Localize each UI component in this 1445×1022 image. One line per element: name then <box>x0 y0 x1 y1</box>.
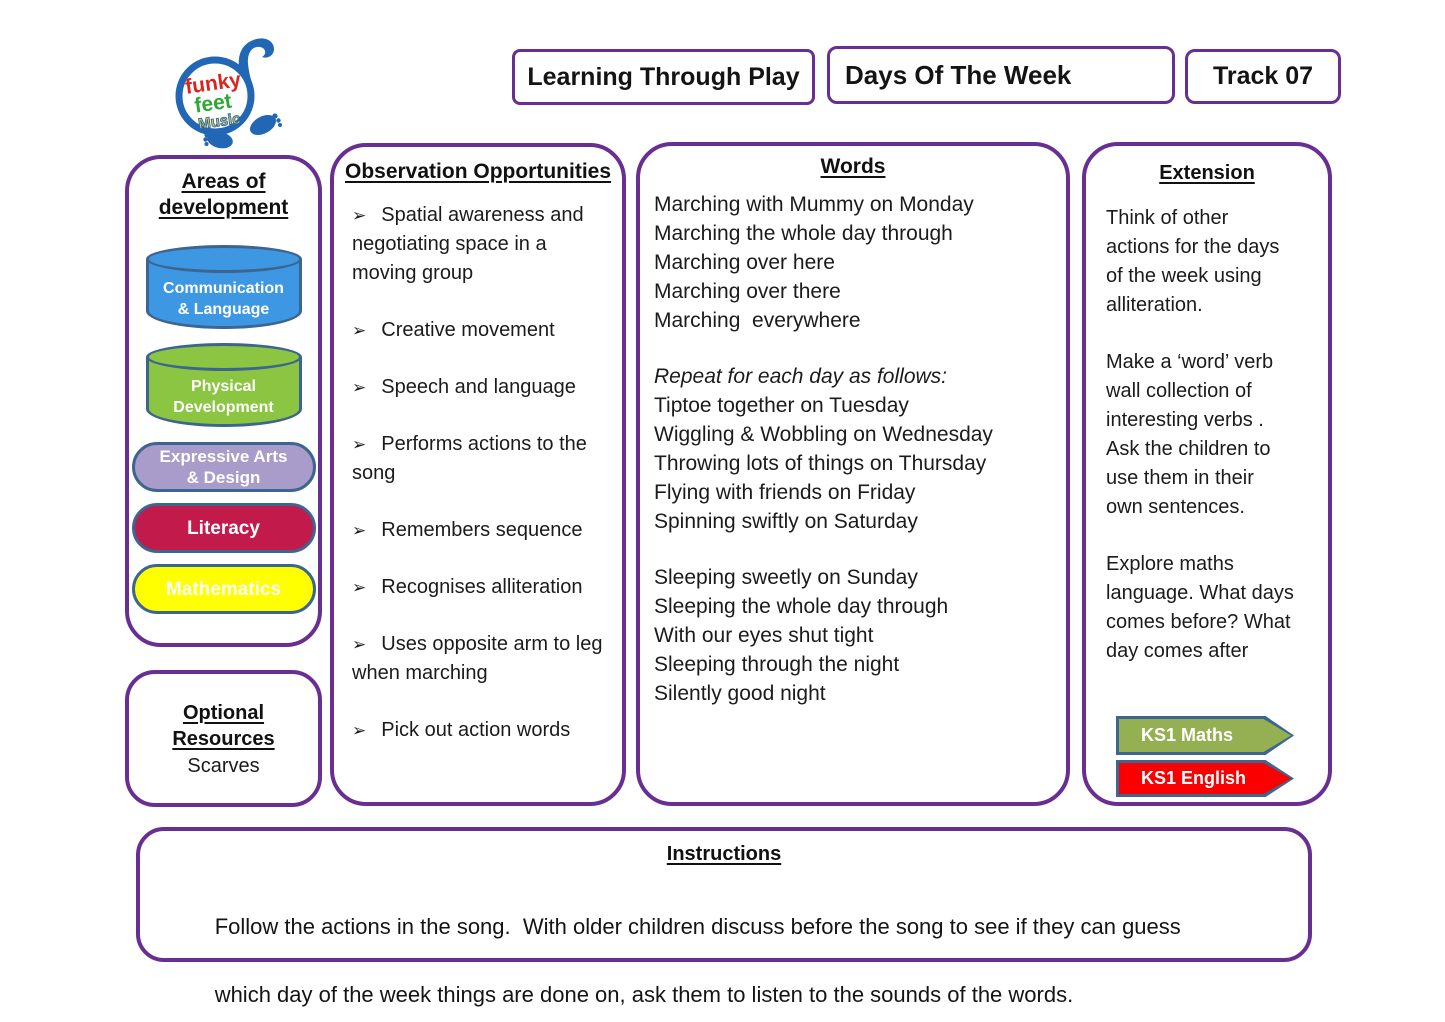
foot-icon <box>203 131 233 149</box>
area-mathematics: Mathematics <box>131 564 316 614</box>
lyric-line: Throwing lots of things on Thursday <box>654 452 987 475</box>
funky-feet-music-logo: funky feet Music <box>160 32 300 154</box>
optional-resources-panel: Optional Resources Scarves <box>125 670 322 807</box>
observation-item-text: Creative movement <box>381 319 555 341</box>
optional-resources-title: Optional Resources <box>172 701 275 750</box>
ks1-english-badge: KS1 English <box>1116 760 1294 797</box>
observation-item-text: Pick out action words <box>381 719 571 741</box>
areas-title: Areas of development <box>158 170 289 219</box>
badge-fill <box>1119 763 1291 794</box>
area-label: Expressive Arts & Design <box>159 447 288 487</box>
logo-word-feet: feet <box>193 90 233 118</box>
song-title-label: Days Of The Week <box>845 59 1072 90</box>
stanza-gap <box>654 536 1066 563</box>
observation-list: ➢Spatial awareness and negotiating space… <box>352 201 609 745</box>
observation-title: Observation Opportunities <box>344 160 612 183</box>
badge-label: KS1 Maths <box>1141 725 1234 745</box>
observation-item-text: Speech and language <box>381 376 576 398</box>
arrow-bullet-icon: ➢ <box>352 435 367 454</box>
instructions-panel: Instructions Follow the actions in the s… <box>136 827 1312 1007</box>
observation-item: ➢ Recognises alliteration <box>352 573 609 602</box>
words-title: Words <box>820 155 886 178</box>
observation-item-text: Performs actions to the song <box>352 433 587 484</box>
lyric-line: Spinning swiftly on Saturday <box>654 510 918 533</box>
extension-text: Think of other actions for the days of t… <box>1106 204 1296 666</box>
area-expressive-arts-design: Expressive Arts & Design <box>131 442 316 492</box>
observation-item: ➢Uses opposite arm to leg when marching <box>352 630 609 688</box>
extension-title: Extension <box>1159 162 1255 184</box>
observation-item-text: Spatial awareness and negotiating space … <box>352 204 584 284</box>
area-physical-development: Physical Development <box>145 343 302 427</box>
instructions-line: which day of the week things are done on… <box>214 982 1074 1007</box>
series-title-label: Learning Through Play <box>527 62 800 91</box>
area-label: Communication & Language <box>163 280 284 318</box>
header-track-number: Track 07 <box>1185 49 1341 104</box>
observation-item-text: Remembers sequence <box>381 519 583 541</box>
cylinder-top <box>145 343 302 371</box>
repeat-note: Repeat for each day as follows: <box>654 365 947 388</box>
lyrics: Marching with Mummy on Monday Marching t… <box>654 190 1066 708</box>
observation-item-text: Uses opposite arm to leg when marching <box>352 633 603 684</box>
observation-item: ➢ Remembers sequence <box>352 516 609 545</box>
lyric-line: Tiptoe together on Tuesday <box>654 394 909 417</box>
lyric-line: Sleeping sweetly on Sunday <box>654 566 918 589</box>
foot-icon <box>250 113 282 135</box>
observation-opportunities-panel: Observation Opportunities ➢Spatial aware… <box>330 143 626 806</box>
observation-item: ➢ Speech and language <box>352 373 609 402</box>
instructions-text: Follow the actions in the song. With old… <box>178 876 1308 1022</box>
lyric-line: With our eyes shut tight <box>654 624 874 647</box>
lyric-line: Wiggling & Wobbling on Wednesday <box>654 423 993 446</box>
observation-item: ➢Spatial awareness and negotiating space… <box>352 201 609 288</box>
extension-paragraph: Think of other actions for the days of t… <box>1106 207 1280 316</box>
extension-paragraph: Explore maths language. What days comes … <box>1106 553 1294 662</box>
arrow-bullet-icon: ➢ <box>352 578 367 597</box>
lyric-line: Marching the whole day through <box>654 222 953 245</box>
logo-graphic: funky feet Music <box>175 38 282 149</box>
area-label: Physical Development <box>173 378 274 416</box>
badge-label: KS1 English <box>1141 768 1247 788</box>
header-series-title: Learning Through Play <box>512 49 815 105</box>
stanza-gap <box>654 335 1066 362</box>
extension-paragraph: Make a ‘word’ verb wall collection of in… <box>1106 351 1274 518</box>
arrow-bullet-icon: ➢ <box>352 321 367 340</box>
arrow-bullet-icon: ➢ <box>352 635 367 654</box>
lyric-line: Marching with Mummy on Monday <box>654 193 974 216</box>
lyric-line: Sleeping through the night <box>654 653 900 676</box>
lyric-line: Flying with friends on Friday <box>654 481 916 504</box>
area-communication-language: Communication & Language <box>145 245 302 329</box>
words-panel: Words Marching with Mummy on Monday Marc… <box>636 142 1070 806</box>
lyric-line: Silently good night <box>654 682 826 705</box>
instructions-line: Follow the actions in the song. With old… <box>214 914 1181 939</box>
arrow-bullet-icon: ➢ <box>352 521 367 540</box>
ks1-maths-badge: KS1 Maths <box>1116 716 1294 755</box>
lyric-line: Sleeping the whole day through <box>654 595 949 618</box>
lyric-line: Marching everywhere <box>654 309 861 332</box>
cylinder-top <box>145 245 302 273</box>
observation-item: ➢Performs actions to the song <box>352 430 609 488</box>
observation-item-text: Recognises alliteration <box>381 576 583 598</box>
header-song-title: Days Of The Week <box>827 46 1175 104</box>
area-literacy: Literacy <box>131 503 316 553</box>
area-label: Mathematics <box>165 578 282 600</box>
extension-panel: Extension Think of other actions for the… <box>1082 142 1332 806</box>
areas-of-development-panel: Areas of development Communication & Lan… <box>125 155 322 647</box>
lyric-line: Marching over there <box>654 280 841 303</box>
badge-fill <box>1119 719 1291 752</box>
observation-item: ➢ Creative movement <box>352 316 609 345</box>
area-label: Literacy <box>187 517 260 539</box>
lyric-line: Marching over here <box>654 251 835 274</box>
instructions-title: Instructions <box>666 843 782 865</box>
arrow-bullet-icon: ➢ <box>352 378 367 397</box>
observation-item: ➢ Pick out action words <box>352 716 609 745</box>
track-number-label: Track 07 <box>1212 62 1314 90</box>
arrow-bullet-icon: ➢ <box>352 721 367 740</box>
optional-resources-value: Scarves <box>187 754 260 777</box>
arrow-bullet-icon: ➢ <box>352 206 367 225</box>
logo-word-music: Music <box>197 110 241 133</box>
